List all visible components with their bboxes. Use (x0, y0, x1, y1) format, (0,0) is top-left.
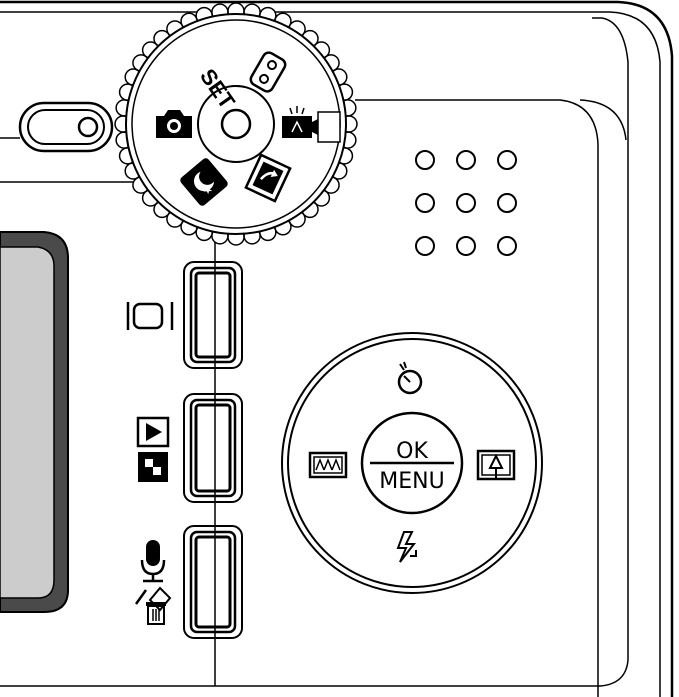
viewfinder (18, 101, 114, 153)
night-scene-mode-icon: ★ (180, 158, 228, 206)
speaker-hole (456, 150, 476, 170)
display-button[interactable] (183, 261, 243, 369)
speaker-hole (415, 150, 435, 170)
playback-mode-icon (244, 153, 292, 203)
lcd-screen (0, 231, 69, 613)
navigation-pad[interactable] (281, 332, 543, 594)
self-timer-icon[interactable] (397, 361, 423, 395)
display-toggle-icon (126, 302, 174, 330)
voice-record-mode-icon (249, 51, 287, 93)
ok-label: OK (396, 439, 428, 464)
thumbnail-grid-icon (138, 452, 168, 482)
speaker-hole (497, 150, 517, 170)
flash-icon[interactable] (396, 531, 417, 563)
speaker-grille (415, 150, 517, 256)
speaker-hole (497, 193, 517, 213)
speaker-hole (456, 193, 476, 213)
macro-icon[interactable] (476, 449, 516, 481)
menu-label: MENU (379, 469, 444, 494)
ok-menu-button[interactable]: OK MENU (370, 439, 454, 494)
playback-triangle-icon (136, 416, 170, 448)
speaker-hole (415, 236, 435, 256)
playback-button[interactable] (183, 393, 243, 503)
speaker-hole (415, 193, 435, 213)
landscape-macro-icon[interactable] (308, 451, 348, 479)
trash-delete-icon (134, 586, 172, 625)
voice-delete-button[interactable] (183, 525, 243, 639)
speaker-hole (497, 236, 517, 256)
speaker-hole (456, 236, 476, 256)
microphone-icon (140, 540, 166, 583)
mode-dial[interactable]: SET (114, 2, 358, 246)
camera-mode-icon (156, 110, 192, 138)
video-mode-icon (282, 106, 341, 143)
